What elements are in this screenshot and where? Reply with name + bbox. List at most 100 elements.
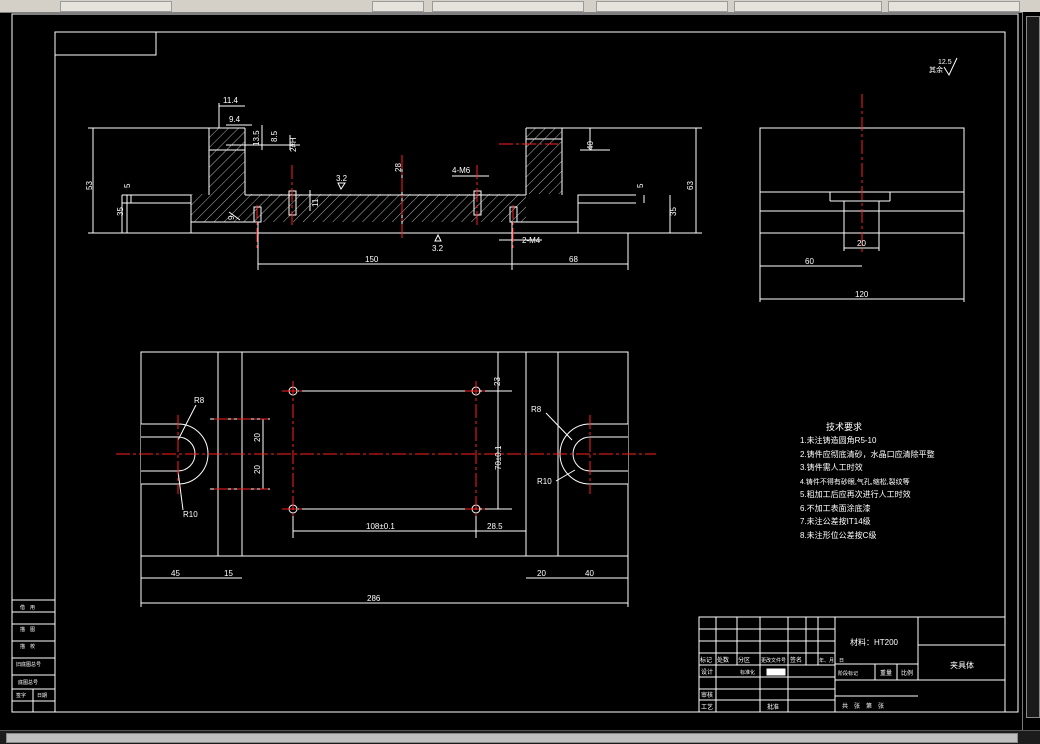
dim-2-m4: 2-M4 (522, 236, 541, 245)
toolbar-lineweight-combo[interactable] (734, 1, 882, 12)
dim-63: 63 (686, 181, 695, 190)
side-sign: 签字 (16, 692, 26, 699)
inner-frame (54, 31, 1006, 713)
vertical-scroll-thumb[interactable] (1026, 16, 1040, 718)
dim-20-side: 20 (857, 239, 866, 248)
outer-frame (11, 13, 1019, 713)
toolbar-layer-combo[interactable] (60, 1, 172, 12)
dim-28-5: 28.5 (487, 522, 503, 531)
dim-5-left: 5 (123, 183, 132, 188)
dim-108: 108±0.1 (366, 522, 395, 531)
dim-120-side: 120 (855, 290, 869, 299)
row-label-change: 更改文件号 (761, 657, 786, 664)
dim-9-4: 9.4 (229, 115, 241, 124)
tech-item-7: 7.未注公差按IT14级 (800, 516, 871, 526)
dimension-labels: 11.4 9.4 8.5 13.5 2#H 53 5 35 28 9 11 4-… (85, 59, 952, 603)
tech-item-1: 1.未注铸造圆角R5-10 (800, 435, 877, 445)
label-approve: 批准 (767, 703, 779, 711)
tech-item-8: 8.未注形位公差按C级 (800, 530, 876, 540)
tech-item-5: 5.粗加工后应再次进行人工时效 (800, 489, 911, 499)
dim-68: 68 (569, 255, 578, 264)
title-block-text: 材料：HT200 夹具体 标记 处数 分区 更改文件号 签名 年、月、日 设计 … (700, 637, 974, 711)
side-trace: 描 图 (20, 626, 35, 633)
roughness-value: 12.5 (938, 59, 952, 66)
dim-53: 53 (85, 181, 94, 190)
centerlines (116, 94, 863, 519)
row-label-zone: 分区 (738, 656, 750, 664)
label-weight: 重量 (880, 669, 892, 677)
dim-40: 40 (586, 141, 595, 150)
dim-45: 45 (171, 569, 180, 578)
dim-28: 28 (394, 163, 403, 172)
dim-23: 23 (493, 377, 502, 386)
row-label-date: 年、月、日 (819, 657, 844, 664)
roughness-label: 其余 (929, 65, 943, 74)
radius-r8-left: R8 (194, 396, 205, 405)
dim-20-lower: 20 (253, 465, 262, 474)
label-sheets: 共 张 第 张 (842, 702, 884, 710)
dim-20-upper: 20 (253, 433, 262, 442)
tech-requirements: 技术要求 1.未注铸造圆角R5-10 2.铸件应彻底清砂，水晶口应清除平整 3.… (800, 421, 935, 540)
cad-toolbar (0, 0, 1040, 13)
row-label-sign: 签名 (790, 656, 802, 664)
label-design: 设计 (701, 668, 713, 676)
row-label-mark: 标记 (700, 656, 712, 664)
side-trace-check: 描 校 (20, 643, 35, 650)
dim-35-left: 35 (116, 207, 125, 216)
toolbar-color-combo[interactable] (888, 1, 1020, 12)
side-borrow: 借 用 (20, 604, 35, 611)
dim-5-right: 5 (636, 183, 645, 188)
horizontal-scrollbar[interactable] (0, 730, 1040, 744)
dim-286: 286 (367, 594, 381, 603)
dim-15: 15 (224, 569, 233, 578)
tech-item-6: 6.不加工表面涂底漆 (800, 503, 871, 513)
toolbar-tools[interactable] (372, 1, 424, 12)
dim-40-bottom: 40 (585, 569, 594, 578)
tech-heading: 技术要求 (826, 421, 862, 432)
dim-11-hole: 11 (311, 198, 320, 207)
dim-150: 150 (365, 255, 379, 264)
corner-label-box (54, 31, 157, 56)
radius-r10-right: R10 (537, 477, 552, 486)
dim-70: 70±0.1 (494, 445, 503, 470)
side-old-number: 旧底图总号 (16, 661, 41, 668)
label-process: 工艺 (701, 703, 713, 711)
tech-item-4: 4.铸件不得有砂眼,气孔,缩松,裂纹等 (800, 477, 910, 486)
dim-35-right: 35 (669, 207, 678, 216)
roughness-top: 3.2 (336, 174, 348, 183)
vertical-scrollbar[interactable] (1022, 12, 1040, 730)
label-stage: 阶段标记 (838, 670, 858, 677)
tech-item-2: 2.铸件应彻底清砂，水晶口应清除平整 (800, 449, 935, 459)
front-section-view (88, 103, 702, 270)
side-base-number: 底图总号 (18, 679, 38, 686)
row-label-count: 处数 (717, 656, 729, 664)
side-table-text: 借 用 描 图 描 校 旧底图总号 底图总号 签字 日期 (16, 604, 47, 699)
roughness-bottom: 3.2 (432, 244, 444, 253)
drawing-canvas[interactable]: 11.4 9.4 8.5 13.5 2#H 53 5 35 28 9 11 4-… (0, 0, 1022, 730)
horizontal-scroll-thumb[interactable] (6, 733, 1018, 743)
roughness-symbol (943, 57, 958, 77)
dim-60-side: 60 (805, 257, 814, 266)
label-scale: 比例 (901, 669, 913, 677)
dim-2h: 2#H (289, 137, 298, 152)
side-date: 日期 (37, 693, 47, 699)
title-block (698, 616, 1006, 713)
tech-item-3: 3.铸件需人工时效 (800, 462, 863, 472)
dim-13-5: 13.5 (252, 130, 261, 146)
label-standard: 标准化 (740, 669, 755, 676)
toolbar-style-combo[interactable] (432, 1, 584, 12)
plan-view (140, 351, 629, 607)
radius-r10-left: R10 (183, 510, 198, 519)
radius-r8-right: R8 (531, 405, 542, 414)
toolbar-linetype-combo[interactable] (596, 1, 728, 12)
dim-4-m6: 4-M6 (452, 166, 471, 175)
label-audit: 审核 (701, 691, 713, 699)
dim-20-bottom: 20 (537, 569, 546, 578)
part-name: 夹具体 (950, 660, 974, 670)
dim-11-4: 11.4 (223, 96, 239, 105)
dim-8-5: 8.5 (270, 130, 279, 142)
side-table (11, 599, 56, 713)
material-label: 材料：HT200 (850, 637, 899, 647)
dim-9-small: 9 (227, 215, 236, 220)
